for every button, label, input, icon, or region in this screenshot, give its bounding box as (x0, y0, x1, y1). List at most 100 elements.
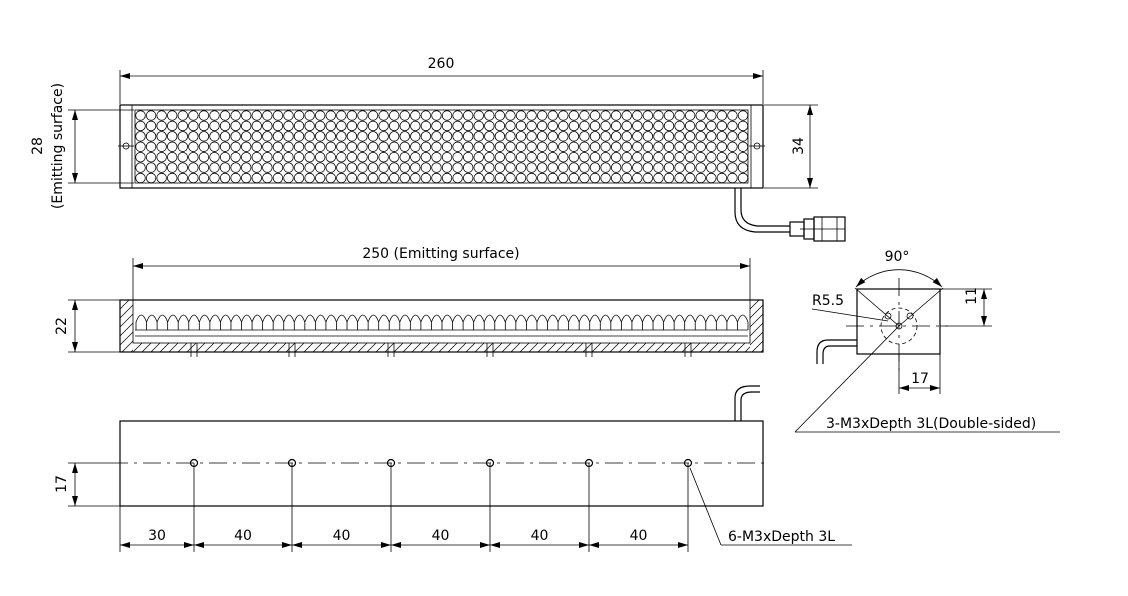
led (441, 172, 453, 184)
led (219, 162, 231, 173)
led (230, 110, 241, 121)
led (716, 120, 728, 132)
led (209, 120, 220, 132)
led (145, 110, 157, 121)
led (420, 162, 432, 173)
led (177, 151, 188, 163)
led (558, 131, 569, 142)
led (579, 141, 590, 152)
led (484, 131, 495, 142)
led (600, 120, 611, 132)
dim-side-height: 22 (54, 317, 70, 335)
hatch-line (681, 343, 692, 352)
led (642, 120, 654, 132)
hatch-line (717, 343, 728, 352)
end-view-outline (856, 288, 941, 355)
led (219, 141, 231, 152)
led (420, 120, 432, 132)
hatch-line (321, 343, 332, 352)
led (357, 151, 368, 163)
led (642, 172, 654, 184)
led (610, 162, 622, 173)
led (262, 110, 273, 121)
led (621, 162, 632, 173)
led (558, 151, 569, 163)
led (441, 110, 453, 121)
led (357, 131, 368, 142)
hatch-line (195, 343, 206, 352)
led (727, 172, 738, 184)
hatch-line (420, 343, 431, 352)
led (505, 141, 516, 152)
led (304, 162, 315, 173)
led (188, 120, 199, 132)
led (484, 172, 495, 184)
led (177, 110, 188, 121)
led-array (135, 110, 749, 184)
led (505, 131, 516, 142)
hatch-line (120, 300, 130, 310)
led (346, 110, 358, 121)
hatch-line (285, 343, 296, 352)
hatch-line (231, 343, 242, 352)
led (262, 162, 273, 173)
led (293, 131, 305, 142)
cable (734, 188, 790, 233)
hatch-line (204, 343, 215, 352)
led (177, 131, 188, 142)
led (336, 110, 347, 121)
hatch-line (501, 343, 512, 352)
led (526, 162, 537, 173)
led (378, 110, 389, 121)
hatch-line (690, 343, 701, 352)
led (219, 151, 231, 163)
led (579, 131, 590, 142)
led (325, 151, 336, 163)
dim-end-radius: R5.5 (812, 293, 844, 309)
led (420, 110, 432, 121)
led (304, 120, 315, 132)
led (494, 151, 506, 163)
led (737, 172, 749, 184)
led (410, 110, 421, 121)
led (357, 172, 368, 184)
led (494, 172, 506, 184)
led (494, 141, 506, 152)
led (452, 162, 463, 173)
led (357, 141, 368, 152)
led (283, 110, 294, 121)
led (198, 172, 210, 184)
led (388, 151, 400, 163)
inner-cavity (132, 299, 751, 344)
led (547, 162, 558, 173)
led (410, 151, 421, 163)
led (336, 141, 347, 152)
led (515, 172, 527, 184)
led (674, 172, 685, 184)
led (600, 151, 611, 163)
hatch-line (240, 343, 251, 352)
led (241, 120, 252, 132)
led (251, 151, 262, 163)
led (600, 110, 611, 121)
led (632, 141, 643, 152)
led (558, 162, 569, 173)
led (272, 151, 284, 163)
led (536, 131, 548, 142)
led (145, 131, 157, 142)
led (314, 120, 326, 132)
led (325, 131, 336, 142)
led (579, 120, 590, 132)
led (431, 172, 442, 184)
hatch-line (120, 313, 133, 328)
led (198, 110, 210, 121)
led (251, 110, 262, 121)
led (209, 172, 220, 184)
led (304, 141, 315, 152)
top-view-outline (119, 104, 764, 189)
led (378, 131, 389, 142)
led (558, 141, 569, 152)
led (314, 172, 326, 184)
led (484, 110, 495, 121)
